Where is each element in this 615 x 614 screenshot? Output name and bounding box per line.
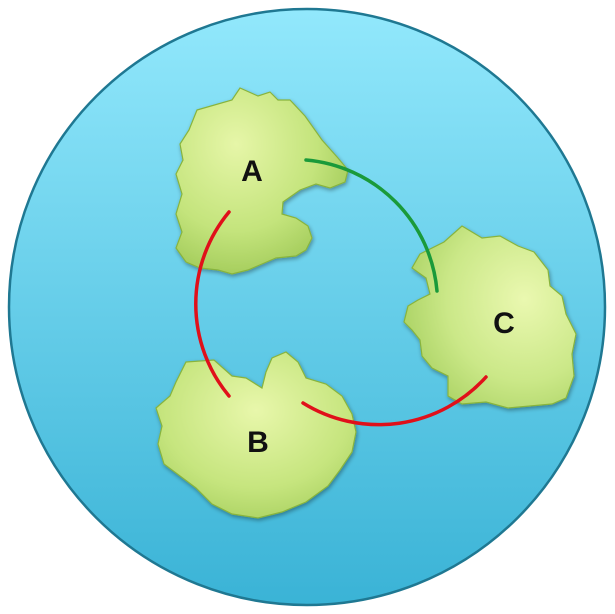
node-label-a: A xyxy=(241,155,263,188)
node-label-c: C xyxy=(493,307,515,340)
node-label-b: B xyxy=(247,426,269,459)
